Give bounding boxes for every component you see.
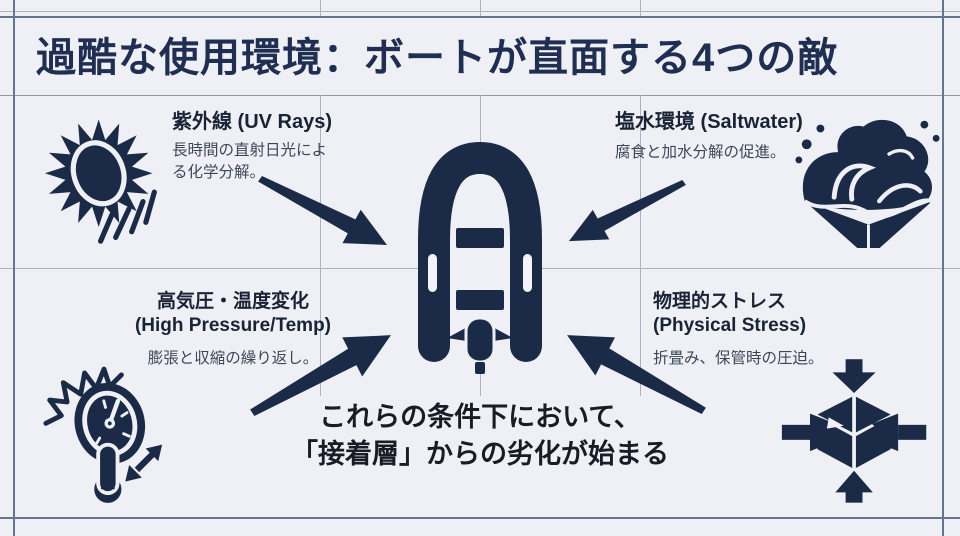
arrow-stress-to-boat — [567, 335, 706, 414]
arrow-saltwater-to-boat — [568, 180, 686, 242]
grid-vline-1 — [320, 95, 321, 396]
grid-hline-bottom — [0, 517, 960, 519]
pressure-heading-jp: 高気圧・温度変化 — [156, 291, 309, 312]
page-title: 過酷な使用環境：ボートが直面する4つの敵 — [36, 36, 839, 80]
stress-description: 折畳み、保管時の圧迫。 — [653, 350, 824, 367]
conclusion-statement: これらの条件下において、 「接着層」からの劣化が始まる — [215, 399, 745, 473]
conclusion-line1: これらの条件下において、 — [319, 402, 641, 432]
saltwater-description: 腐食と加水分解の促進。 — [615, 144, 786, 161]
wave-icon — [791, 114, 943, 258]
compressed-box-icon — [780, 355, 930, 510]
grid-vline-3-stub — [640, 0, 641, 16]
inflatable-boat-icon — [409, 140, 551, 385]
grid-vline-right-frame — [942, 0, 944, 536]
uv-heading: 紫外線 (UV Rays) — [172, 111, 333, 133]
pressure-heading-en: (High Pressure/Temp) — [134, 315, 332, 336]
arrow-pressure-to-boat — [250, 335, 391, 416]
grid-vline-2-stub — [480, 0, 481, 16]
uv-description: 長時間の直射日光による化学分解。 — [172, 142, 328, 181]
stress-heading-jp: 物理的ストレス — [653, 291, 787, 312]
grid-vline-3 — [640, 95, 641, 396]
conclusion-line2: 「接着層」からの劣化が始まる — [291, 439, 669, 469]
saltwater-heading: 塩水環境 (Saltwater) — [615, 111, 803, 133]
arrow-uv-to-boat — [258, 176, 387, 245]
pressure-gauge-icon — [40, 360, 166, 513]
stress-heading-en: (Physical Stress) — [653, 315, 807, 336]
sun-icon — [44, 108, 176, 253]
pressure-description: 膨張と収縮の繰り返し。 — [147, 350, 319, 367]
grid-hline-title-top — [0, 16, 960, 18]
grid-vline-left-frame — [13, 0, 15, 536]
grid-vline-1-stub — [320, 0, 321, 16]
